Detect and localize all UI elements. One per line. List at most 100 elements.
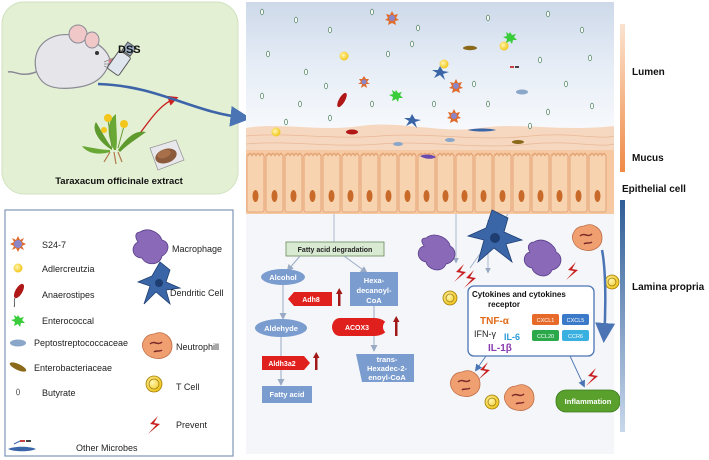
microvilli (494, 152, 512, 157)
microvilli (361, 152, 379, 157)
butyrate-molecule (328, 114, 332, 122)
legend-panel: S24-7 Adlercreutzia Anaerostipes Enteroc… (4, 209, 234, 457)
trans-line-1: trans- (377, 355, 398, 364)
ifn-gamma-label: IFN-γ (474, 329, 496, 339)
acox3-label: ACOX3 (345, 325, 369, 332)
butyrate-molecule (538, 56, 542, 64)
epithelial-cell (398, 153, 417, 213)
epithelial-cell (531, 153, 550, 213)
butyrate-molecule (528, 122, 532, 130)
butyrate-molecule (580, 26, 584, 34)
s24-7-microbe (358, 76, 370, 88)
legend-label-enterococcal: Enterococcal (42, 316, 94, 326)
epithelial-cell (588, 153, 607, 213)
butyrate-molecule (304, 68, 308, 76)
epithelial-cell (493, 153, 512, 213)
enterococcal-microbe (503, 32, 517, 44)
ccr6-badge (562, 330, 589, 341)
hexadecanoyl-line-2: decanoyl- (356, 286, 392, 295)
aldh3a2-tag (262, 356, 310, 370)
adlercreutzia-dot (499, 41, 509, 51)
s24-7-microbe (449, 79, 463, 93)
anaerostipes-icon (13, 283, 25, 308)
microvilli (570, 152, 588, 157)
other-microbes-icon (8, 440, 36, 452)
epithelial-cell (550, 153, 569, 213)
epithelial-nucleus (423, 190, 430, 202)
neutrophil-to-box-arrow (595, 249, 616, 343)
peptostreptococcaceae-microbe (445, 138, 455, 142)
butyrate-molecule (328, 26, 332, 34)
butyrate-icon (15, 388, 20, 396)
epithelial-nucleus (252, 190, 259, 202)
butyrate-molecule (298, 100, 302, 108)
butyrate-molecule (432, 100, 436, 108)
microvilli (342, 152, 360, 157)
epithelial-cell (360, 153, 379, 213)
legend-label-peptostreptococcaceae: Peptostreptococcaceae (34, 338, 128, 348)
butyrate-molecule (546, 10, 550, 18)
other-microbe (510, 66, 519, 68)
mucus-label: Mucus (632, 153, 664, 164)
s24-7-icon (10, 236, 26, 252)
epithelial-nucleus (575, 190, 582, 202)
epithelial-cell (455, 153, 474, 213)
anaerostipes-microbe (346, 129, 358, 135)
dss-label: DSS (118, 44, 141, 56)
epithelial-nucleus (290, 190, 297, 202)
epithelial-nucleus (404, 190, 411, 202)
microvilli (437, 152, 455, 157)
butyrate-molecule (486, 14, 490, 22)
layer-scale: Lumen Mucus Epithelial cell Lamina propr… (620, 24, 705, 432)
adh8-up-arrow (336, 288, 343, 306)
butyrate-molecule (260, 92, 264, 100)
legend-label-butyrate: Butyrate (42, 388, 76, 398)
cytokines-box: Cytokines and cytokines receptor TNF-α I… (467, 285, 595, 357)
microvilli (532, 152, 550, 157)
lumen-label: Lumen (632, 67, 665, 78)
immune-cells (417, 209, 620, 411)
butyrate-molecule (324, 82, 328, 90)
microvilli (475, 152, 493, 157)
lumen-microbes (260, 8, 594, 159)
acox3-tag (332, 318, 388, 336)
tnf-alpha-label: TNF-α (480, 316, 510, 327)
trans-hexadecenoyl-coa-node (356, 354, 414, 382)
peptostreptococcaceae-icon (10, 339, 26, 347)
butyrate-molecule (588, 54, 592, 62)
epithelial-nucleus (499, 190, 506, 202)
cxcl1-label: CXCL1 (537, 318, 555, 324)
prevent-mark (464, 270, 476, 288)
epithelial-nucleus (385, 190, 392, 202)
microvilli (513, 152, 531, 157)
epithelial-cells (246, 150, 614, 214)
fatty-acid-degradation-box (285, 241, 385, 257)
adh8-label: Adh8 (302, 297, 320, 304)
mouse-to-gut-arrow (97, 82, 252, 127)
microvilli (323, 152, 341, 157)
butyrate-molecule (546, 108, 550, 116)
neutrophill-icon (142, 332, 173, 359)
extract-label: Taraxacum officinale extract (55, 176, 183, 187)
prevent-mark (586, 368, 598, 386)
butyrate-molecule (260, 8, 264, 16)
cytokines-to-cells-arrow (474, 355, 487, 372)
ccr6-label: CCR6 (568, 334, 583, 340)
ccl20-label: CCL20 (537, 334, 554, 340)
trans-line-2: Hexadec-2- (367, 364, 408, 373)
cxcl5-badge (562, 314, 589, 325)
epithelial-nucleus (461, 190, 468, 202)
epithelial-cell-label: Epithelial cell (622, 184, 686, 195)
butyrate-molecule (370, 8, 374, 16)
microvilli (266, 152, 284, 157)
hexadecanoyl-line-1: Hexa- (364, 276, 385, 285)
epithelial-cell (303, 153, 322, 213)
macrophage-cell (523, 239, 562, 277)
epithelial-cell (341, 153, 360, 213)
epithelial-cell (436, 153, 455, 213)
neutrophil-cell (572, 224, 603, 251)
legend-label-neutrophill: Neutrophill (176, 342, 219, 352)
dendritic-cell (466, 209, 524, 264)
other-microbe (420, 154, 436, 159)
